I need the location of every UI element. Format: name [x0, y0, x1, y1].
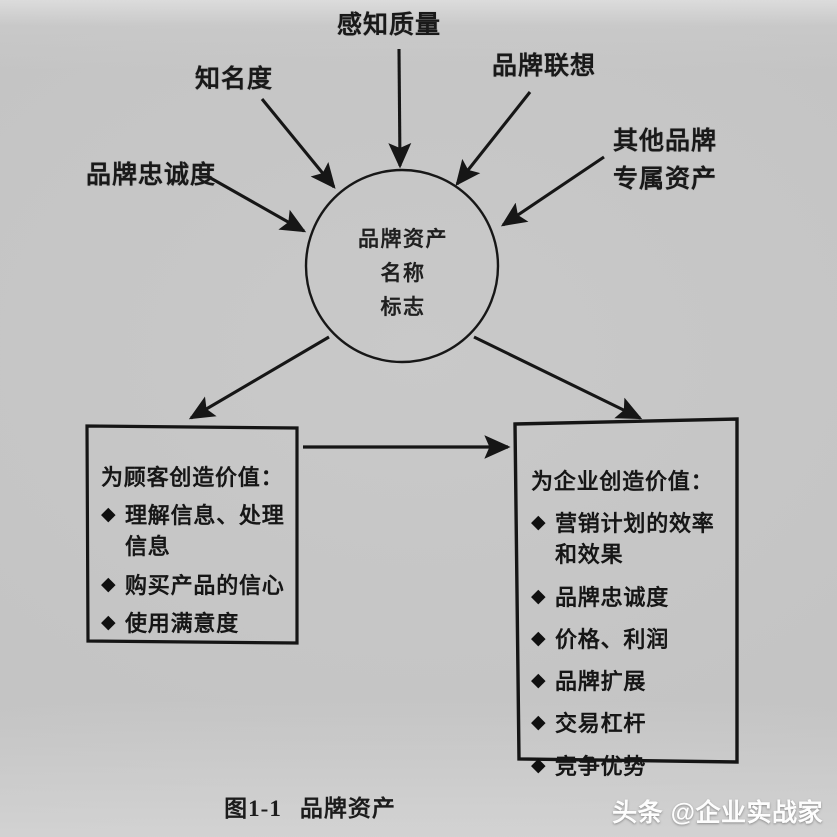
list-item: ◆ 品牌忠诚度 — [531, 582, 729, 613]
customer-value-box-outline — [85, 424, 299, 645]
company-value-box-outline — [513, 417, 739, 764]
arrow-perceived-quality-to-center — [388, 48, 412, 169]
arrow-brand-awareness-to-center — [260, 98, 336, 189]
diamond-bullet-icon: ◆ — [531, 754, 547, 776]
customer-value-item-2: 购买产品的信心 — [125, 572, 285, 598]
circle-line-1: 品牌资产 — [358, 227, 448, 251]
list-item: ◆ 购买产品的信心 — [101, 570, 289, 601]
company-value-item-6: 竞争优势 — [555, 753, 647, 779]
arrow-center-to-customer-value — [188, 335, 330, 420]
customer-value-item-1: 理解信息、处理信息 — [125, 503, 285, 560]
company-value-item-3: 价格、利润 — [555, 626, 670, 652]
diamond-bullet-icon: ◆ — [531, 627, 547, 649]
circle-line-2: 名称 — [380, 261, 426, 286]
diamond-bullet-icon: ◆ — [531, 585, 547, 607]
customer-value-box-title: 为顾客创造价值： — [101, 465, 284, 490]
list-item: ◆ 交易杠杆 — [531, 708, 729, 739]
brand-equity-circle-text: 品牌资产 名称 标志 — [312, 222, 494, 324]
diamond-bullet-icon: ◆ — [531, 670, 547, 692]
arrow-brand-loyalty-to-center — [206, 174, 307, 233]
arrow-brand-associations-to-center — [455, 91, 532, 186]
driver-label-other-proprietary-assets: 其他品牌 专属资产 — [613, 123, 717, 198]
brand-equity-circle-shape — [304, 168, 500, 364]
figure-caption: 图1-1 品牌资产 — [0, 789, 620, 823]
company-value-item-1: 营销计划的效率和效果 — [555, 511, 715, 568]
diamond-bullet-icon: ◆ — [101, 611, 117, 633]
arrow-center-to-company-value — [473, 335, 643, 420]
watermark-text: 头条 @企业实战家 — [612, 799, 823, 827]
driver-label-brand-loyalty: 品牌忠诚度 — [86, 162, 217, 189]
list-item: ◆ 使用满意度 — [101, 608, 289, 639]
company-value-item-5: 交易杠杆 — [555, 711, 647, 737]
list-item: ◆ 价格、利润 — [531, 624, 729, 655]
list-item: ◆ 竞争优势 — [531, 751, 729, 782]
figure-caption-number: 图1-1 — [224, 796, 282, 821]
company-value-item-4: 品牌扩展 — [555, 669, 647, 695]
driver-label-brand-awareness: 知名度 — [195, 66, 274, 93]
company-value-item-2: 品牌忠诚度 — [555, 584, 670, 610]
diamond-bullet-icon: ◆ — [101, 573, 117, 595]
diamond-bullet-icon: ◆ — [531, 712, 547, 734]
list-item: ◆ 品牌扩展 — [531, 666, 729, 697]
diamond-bullet-icon: ◆ — [101, 504, 117, 526]
list-item: ◆ 理解信息、处理信息 — [101, 500, 289, 562]
diamond-bullet-icon: ◆ — [531, 512, 547, 534]
customer-value-box: 为顾客创造价值： ◆ 理解信息、处理信息 ◆ 购买产品的信心 ◆ 使用满意度 — [101, 462, 289, 639]
driver-label-brand-associations: 品牌联想 — [492, 53, 597, 80]
driver-label-perceived-quality: 感知质量 — [337, 12, 442, 39]
figure-caption-title: 品牌资产 — [299, 796, 396, 821]
company-value-box-title: 为企业创造价值： — [531, 469, 714, 494]
other-assets-line-1: 其他品牌 — [613, 128, 718, 155]
circle-line-3: 标志 — [380, 295, 426, 320]
customer-value-item-3: 使用满意度 — [125, 610, 240, 636]
arrow-other-assets-to-center — [500, 155, 605, 227]
list-item: ◆ 营销计划的效率和效果 — [531, 508, 729, 570]
company-value-box: 为企业创造价值： ◆ 营销计划的效率和效果 ◆ 品牌忠诚度 ◆ 价格、利润 ◆ … — [531, 466, 729, 782]
other-assets-line-2: 专属资产 — [613, 165, 718, 193]
